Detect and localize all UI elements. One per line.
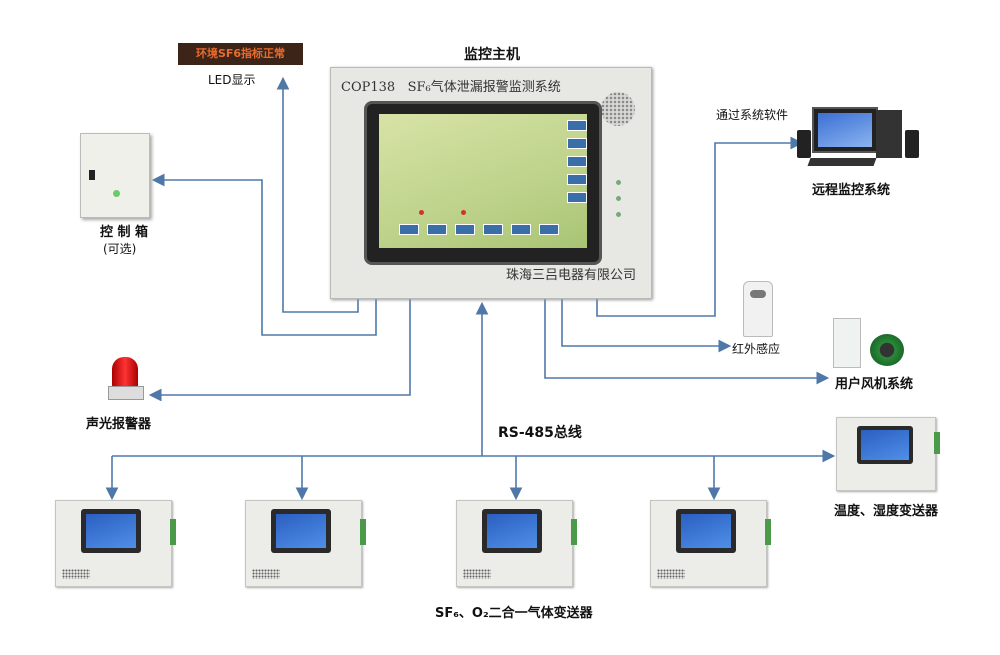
remote-label: 远程监控系统 bbox=[812, 183, 891, 198]
led-display-board: 环境SF6指标正常 bbox=[178, 43, 303, 65]
control-box-device bbox=[80, 133, 150, 218]
keyboard-icon bbox=[807, 158, 877, 166]
speaker-grille bbox=[601, 92, 635, 126]
control-box-optional: (可选) bbox=[103, 242, 137, 256]
wire-led bbox=[276, 76, 359, 313]
computer-tower-icon bbox=[876, 110, 902, 158]
infrared-label: 红外感应 bbox=[732, 342, 781, 356]
fan-label: 用户风机系统 bbox=[835, 377, 914, 392]
humidity-label: 温度、湿度变送器 bbox=[834, 504, 939, 519]
alarm-base bbox=[108, 386, 144, 400]
wire-infrared bbox=[561, 297, 732, 353]
host-company: 珠海三吕电器有限公司 bbox=[506, 268, 637, 283]
monitoring-host: COP138 SF₆气体泄漏报警监测系统 珠海三吕电器有限公司 bbox=[330, 67, 652, 299]
gas-transmitter-2 bbox=[245, 500, 366, 587]
host-title: 监控主机 bbox=[464, 47, 520, 63]
host-model: COP138 bbox=[341, 80, 396, 95]
gas-transmitter-4 bbox=[650, 500, 771, 587]
led-label: LED显示 bbox=[208, 73, 256, 87]
gas-transmitter-3 bbox=[456, 500, 577, 587]
transmitter-label: SF₆、O₂二合一气体变送器 bbox=[435, 606, 593, 621]
host-model-and-system: COP138 SF₆气体泄漏报警监测系统 bbox=[341, 76, 561, 95]
speaker-right-icon bbox=[905, 130, 919, 158]
control-box-label: 控 制 箱 bbox=[100, 225, 149, 240]
alarm-label: 声光报警器 bbox=[86, 417, 152, 432]
wire-alarm bbox=[148, 297, 411, 402]
fan-controller-icon bbox=[833, 318, 861, 368]
host-lcd bbox=[379, 114, 587, 248]
fan-icon bbox=[870, 334, 904, 366]
bus-label: RS-485总线 bbox=[498, 425, 582, 441]
wire-control-box bbox=[151, 173, 377, 336]
wire-fan bbox=[544, 297, 830, 385]
infrared-sensor-icon bbox=[743, 281, 773, 337]
host-system-name: SF₆气体泄漏报警监测系统 bbox=[407, 80, 561, 95]
remote-software-label: 通过系统软件 bbox=[716, 108, 789, 122]
wire-remote bbox=[596, 136, 804, 317]
speaker-left-icon bbox=[797, 130, 811, 158]
alarm-light-icon bbox=[112, 357, 138, 387]
gas-transmitter-1 bbox=[55, 500, 176, 587]
host-screen bbox=[364, 101, 602, 265]
computer-monitor-icon bbox=[812, 107, 878, 153]
humidity-transmitter-device bbox=[836, 417, 940, 491]
